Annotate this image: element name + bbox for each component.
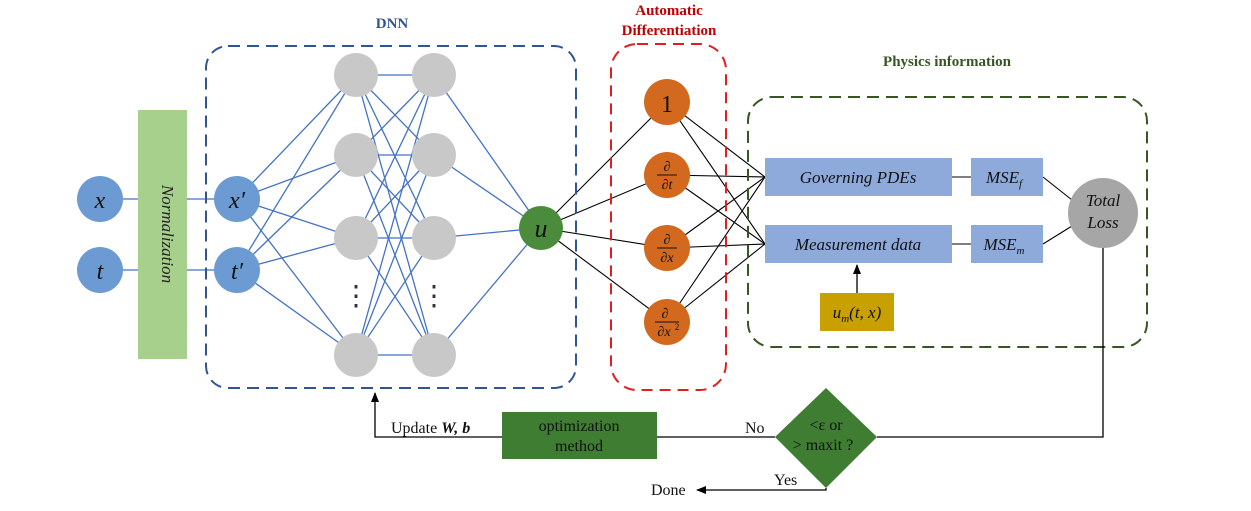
normalization-bar: [138, 110, 187, 359]
physics-edge: [666, 101, 766, 245]
normalization-label: Normalization: [158, 184, 177, 283]
hidden2-node-4: [412, 333, 456, 377]
update-vars: W, b: [441, 420, 470, 437]
decision-diamond: [775, 388, 877, 488]
um-base: u: [833, 303, 842, 322]
derivative-node-dx2-den: ∂x: [657, 325, 671, 340]
derivative-node-dt-num: ∂: [664, 160, 671, 175]
optimization-line1: optimization: [539, 418, 620, 435]
dnn-edge: [433, 74, 542, 229]
mse-m-label: MSEm: [983, 235, 1025, 257]
hidden1-node-4: [334, 333, 378, 377]
um-sub: m: [841, 313, 849, 325]
measurement-data-label: Measurement data: [794, 235, 921, 254]
total-loss-line1: Total: [1086, 191, 1121, 210]
hidden2-node-2: [412, 133, 456, 177]
optimization-method-box: [502, 412, 657, 459]
optimization-to-dnn-arrow: [371, 392, 502, 438]
physics-group-box: [747, 96, 1148, 348]
mse-m-to-loss: [1042, 225, 1073, 245]
dnn-edge: [355, 154, 435, 356]
autodiff-edge: [540, 101, 668, 229]
normalized-node-t: [214, 247, 260, 293]
dnn-edge: [236, 269, 357, 356]
dnn-edge: [236, 154, 357, 271]
decision-to-done-arrow: [696, 486, 827, 494]
hidden1-ellipsis: ⋮: [342, 281, 370, 312]
output-node-u-label: u: [535, 214, 548, 243]
dnn-edge: [355, 74, 435, 239]
dnn-edge: [236, 74, 357, 200]
hidden1-node-1: [334, 53, 378, 97]
dnn-edge: [355, 237, 435, 356]
hidden2-node-1: [412, 53, 456, 97]
hidden2-node-3: [412, 216, 456, 260]
derivative-node-dx2-num: ∂: [662, 307, 669, 322]
decision-line1: <ε or: [809, 417, 843, 434]
mse-f-box: [971, 158, 1043, 196]
update-label: Update W, b: [391, 420, 470, 437]
governing-pdes-label: Governing PDEs: [800, 168, 917, 187]
measurement-data-box: [765, 225, 952, 263]
um-box: [820, 293, 894, 331]
input-node-t: [77, 247, 123, 293]
derivative-node-identity: [644, 79, 690, 125]
derivative-node-dx2-sup: 2: [675, 322, 680, 332]
autodiff-title-line2: Differentiation: [622, 23, 717, 39]
dnn-edge: [433, 227, 542, 356]
mse-f-base: MSE: [985, 168, 1020, 187]
autodiff-group-box: [610, 43, 727, 391]
optimization-line2: method: [555, 438, 603, 455]
hidden2-ellipsis: ⋮: [420, 281, 448, 312]
normalized-node-t-label: t′: [231, 259, 244, 285]
dnn-edge: [355, 74, 435, 356]
input-node-t-label: t: [97, 259, 105, 285]
no-label: No: [745, 420, 765, 437]
done-label: Done: [651, 482, 686, 499]
dnn-title: DNN: [376, 16, 409, 32]
autodiff-title-line1: Automatic: [635, 3, 703, 19]
physics-edge: [666, 176, 766, 323]
mse-m-base: MSE: [983, 235, 1018, 254]
mse-f-to-loss: [1042, 176, 1073, 201]
mse-m-sub: m: [1017, 245, 1025, 257]
update-prefix: Update: [391, 420, 441, 437]
dnn-group-box: [205, 45, 577, 389]
mse-m-box: [971, 225, 1043, 263]
dnn-edge: [236, 74, 357, 271]
um-args: (t, x): [849, 303, 881, 322]
mse-f-label: MSEf: [985, 168, 1024, 190]
dnn-edge: [236, 198, 357, 356]
decision-line2: > maxit ?: [793, 437, 854, 454]
derivative-node-dx-num: ∂: [664, 233, 671, 248]
physics-title: Physics information: [883, 54, 1012, 70]
loss-to-decision-line: [877, 248, 1104, 438]
yes-label: Yes: [774, 472, 797, 489]
output-node-u: [519, 206, 563, 250]
hidden1-node-2: [334, 133, 378, 177]
input-node-x-label: x: [94, 188, 106, 214]
normalized-node-x: [214, 176, 260, 222]
governing-pdes-box: [765, 158, 952, 196]
input-node-x: [77, 176, 123, 222]
um-label: um(t, x): [833, 303, 882, 325]
mse-f-sub: f: [1019, 178, 1024, 190]
derivative-node-dx-den: ∂x: [660, 251, 674, 266]
autodiff-edge: [540, 227, 668, 323]
total-loss-node: [1068, 178, 1138, 248]
hidden1-node-3: [334, 216, 378, 260]
derivative-node-dt-den: ∂t: [662, 178, 674, 193]
derivative-node-identity-label: 1: [661, 92, 673, 118]
normalized-node-x-label: x′: [228, 188, 246, 214]
total-loss-line2: Loss: [1086, 213, 1119, 232]
